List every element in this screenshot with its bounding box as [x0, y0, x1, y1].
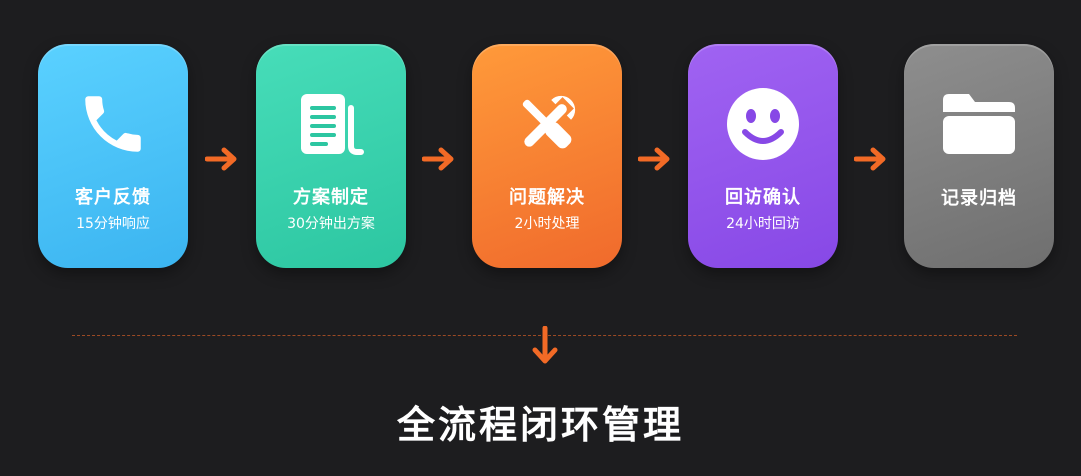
- step-card-archive: 记录归档: [904, 44, 1054, 268]
- arrow-right-icon: [854, 147, 886, 171]
- caption-title: 全流程闭环管理: [396, 403, 684, 447]
- step-title: 方案制定: [293, 187, 369, 208]
- step-title: 客户反馈: [75, 187, 151, 208]
- phone-icon: [38, 82, 188, 166]
- step-card-problem-solving: 问题解决 2小时处理: [472, 44, 622, 268]
- step-title: 问题解决: [509, 187, 585, 208]
- step-card-customer-feedback: 客户反馈 15分钟响应: [38, 44, 188, 268]
- arrow-right-icon: [205, 147, 237, 171]
- document-icon: [256, 82, 406, 166]
- step-title: 回访确认: [725, 187, 801, 208]
- folder-icon: [904, 82, 1054, 166]
- step-subtitle: 15分钟响应: [76, 216, 150, 232]
- step-card-plan: 方案制定 30分钟出方案: [256, 44, 406, 268]
- step-subtitle: 2小时处理: [514, 216, 580, 232]
- step-subtitle: 30分钟出方案: [287, 216, 375, 232]
- smile-icon: [688, 82, 838, 166]
- arrow-right-icon: [422, 147, 454, 171]
- arrow-right-icon: [638, 147, 670, 171]
- tools-icon: [472, 82, 622, 166]
- step-card-follow-up: 回访确认 24小时回访: [688, 44, 838, 268]
- step-title: 记录归档: [941, 188, 1017, 209]
- step-subtitle: 24小时回访: [726, 216, 800, 232]
- arrow-down-icon: [532, 326, 558, 364]
